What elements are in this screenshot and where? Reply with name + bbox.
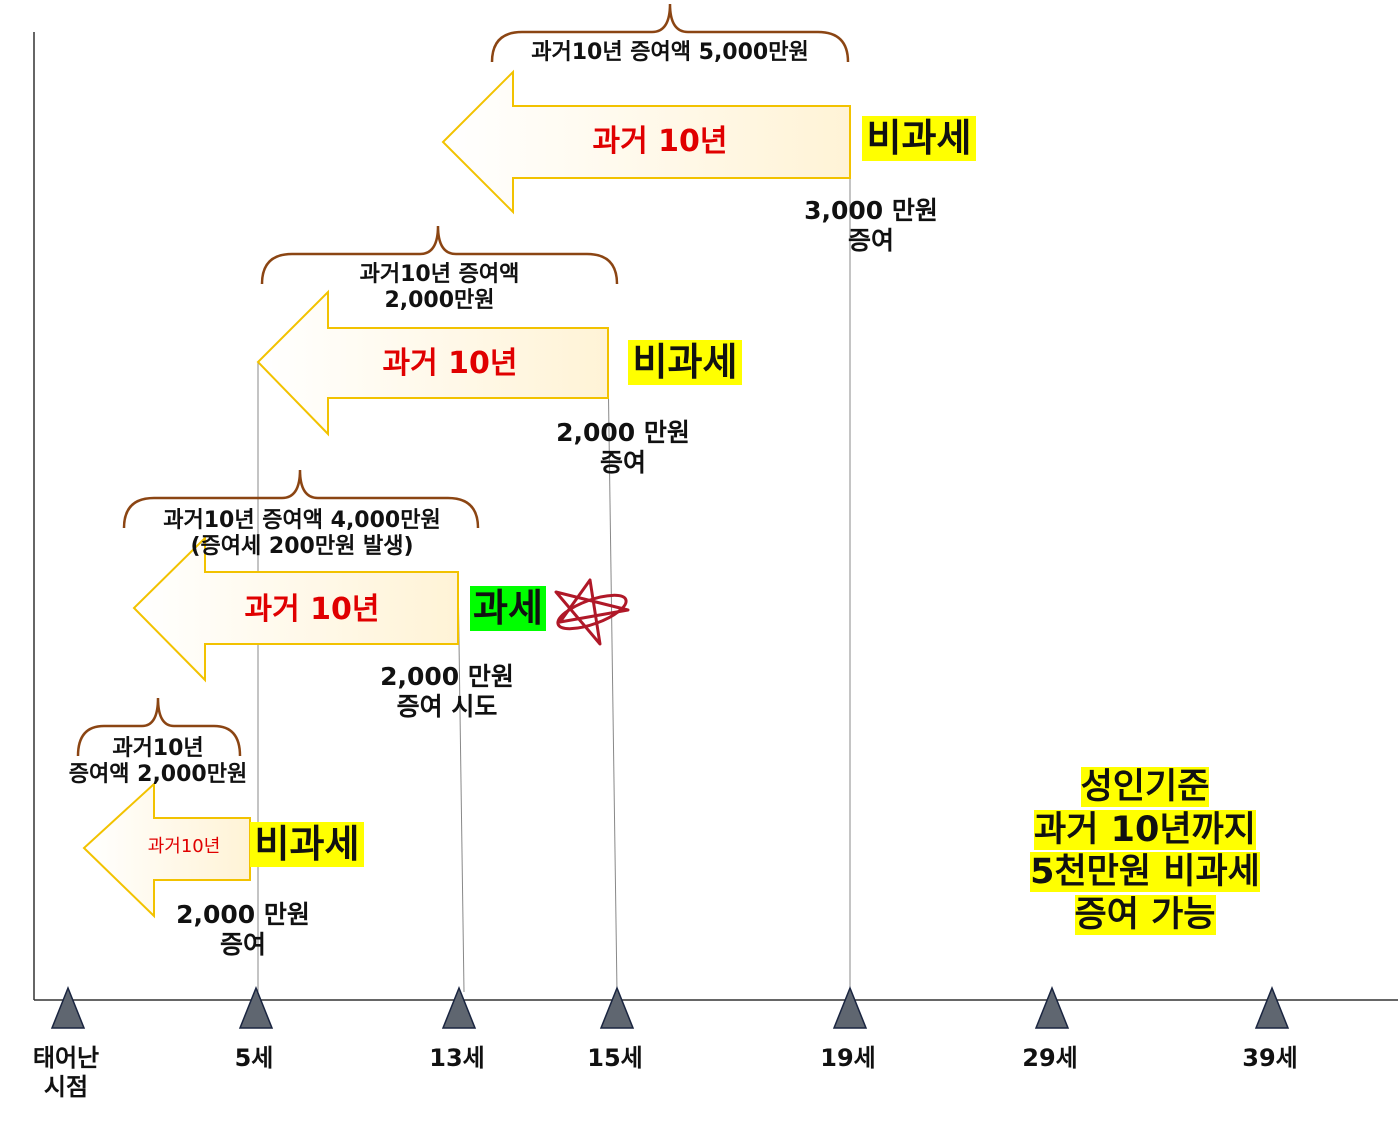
brace-text-age19: 과거10년 증여액 5,000만원: [531, 40, 809, 65]
tick-label-5: 5세: [234, 1044, 274, 1072]
tick-triangle-39: [1254, 985, 1290, 1029]
amount-age5-line2: 증여: [219, 929, 266, 959]
brace-text-age5-line1: 과거10년: [112, 736, 204, 761]
summary-line2: 과거 10년까지: [1034, 809, 1256, 850]
tick-label-13: 13세: [429, 1044, 485, 1072]
status-badge-age19: 비과세: [862, 116, 976, 161]
brace-text-age13-line1: 과거10년 증여액 4,000만원: [163, 508, 441, 533]
brace-text-age13: 과거10년 증여액 4,000만원 (증여세 200만원 발생): [114, 508, 490, 560]
amount-age15-line1: 2,000 만원: [556, 418, 690, 447]
amount-age19-line1: 3,000 만원: [804, 196, 938, 225]
tick-label-15: 15세: [587, 1044, 643, 1072]
tick-triangle-29: [1034, 985, 1070, 1029]
tick-triangle-5: [238, 985, 274, 1029]
arrow-past10-age15: [256, 289, 609, 437]
amount-age5: 2,000 만원 증여: [158, 900, 328, 959]
arrow-text-age15: 과거 10년: [382, 346, 518, 381]
guide-line-15: [607, 361, 618, 993]
status-badge-age15: 비과세: [628, 340, 742, 385]
tick-triangle-birth: [50, 985, 86, 1029]
arrow-past10-age5: [82, 781, 251, 919]
amount-age19: 3,000 만원 증여: [786, 196, 956, 255]
summary-line3: 5천만원 비과세: [1030, 852, 1260, 893]
amount-age15-line2: 증여: [599, 447, 646, 477]
summary-note: 성인기준 과거 10년까지 5천만원 비과세 증여 가능: [1000, 766, 1290, 937]
tick-label-29: 29세: [1022, 1044, 1078, 1072]
arrow-past10-age19: [441, 69, 851, 215]
tick-triangle-13: [441, 985, 477, 1029]
brace-text-age5-line2: 증여액 2,000만원: [68, 761, 248, 787]
brace-text-age15: 과거10년 증여액 2,000만원: [262, 262, 617, 314]
amount-age15: 2,000 만원 증여: [538, 418, 708, 477]
brace-age13: [122, 469, 480, 529]
brace-text-age15-line2: 2,000만원: [384, 287, 495, 313]
tick-label-birth: 태어난 시점: [32, 1044, 100, 1101]
amount-age13-line2: 증여 시도: [396, 691, 498, 721]
amount-age19-line2: 증여: [847, 225, 894, 255]
summary-line4: 증여 가능: [1074, 895, 1216, 936]
brace-age5: [76, 697, 242, 757]
brace-text-age13-line2: (증여세 200만원 발생): [190, 533, 414, 559]
amount-age5-line1: 2,000 만원: [176, 900, 310, 929]
status-badge-age13: 과세: [470, 586, 546, 631]
brace-age15: [260, 225, 619, 285]
amount-age13: 2,000 만원 증여 시도: [362, 662, 532, 721]
tick-label-39: 39세: [1242, 1044, 1298, 1072]
tick-triangle-19: [832, 985, 868, 1029]
arrow-text-age5: 과거10년: [147, 836, 221, 857]
star-doodle: [554, 578, 630, 646]
summary-line1: 성인기준: [1080, 767, 1210, 807]
amount-age13-line1: 2,000 만원: [380, 662, 514, 691]
brace-age19: [490, 3, 850, 63]
tick-triangle-15: [599, 985, 635, 1029]
status-badge-age5: 비과세: [250, 822, 364, 867]
brace-text-age5: 과거10년 증여액 2,000만원: [40, 736, 276, 788]
brace-text-age15-line1: 과거10년 증여액: [359, 262, 520, 287]
tick-label-19: 19세: [820, 1044, 876, 1072]
arrow-past10-age13: [132, 535, 459, 683]
arrow-text-age13: 과거 10년: [244, 592, 380, 627]
arrow-text-age19: 과거 10년: [592, 124, 728, 159]
